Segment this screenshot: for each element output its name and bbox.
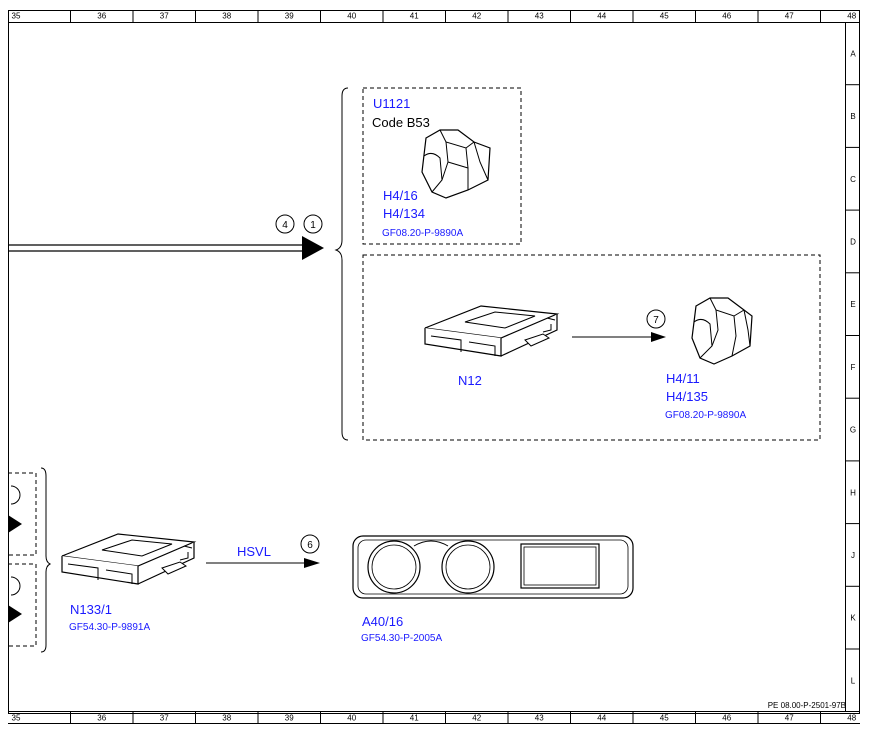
callout-circle-7 [646, 309, 666, 329]
mid-part-a: H4/11 [666, 371, 700, 386]
column-label: 37 [160, 714, 169, 723]
instrument-cluster-icon [352, 535, 634, 599]
callout-circle-1 [303, 214, 323, 234]
callout-1-text: 1 [310, 220, 316, 231]
mid-module-label: N12 [458, 373, 482, 388]
row-label: K [850, 614, 856, 623]
document-id: PE 08.00-P-2501-97B [768, 701, 846, 710]
frame-border [8, 10, 860, 714]
brace-group-left [40, 467, 52, 653]
left-partial-callout-1 [10, 485, 21, 505]
column-label: 37 [160, 12, 169, 21]
bottom-module-label: N133/1 [70, 602, 112, 617]
bottom-signal-arrow [304, 558, 320, 568]
row-label: L [851, 676, 856, 685]
row-label: C [850, 175, 856, 184]
mid-signal-arrow [651, 332, 666, 342]
left-arrow-1 [8, 515, 22, 533]
column-label: 38 [222, 714, 231, 723]
column-label: 47 [785, 12, 794, 21]
bus-arrow-head [302, 236, 324, 260]
column-label: 38 [222, 12, 231, 21]
top-part-b: H4/134 [383, 206, 425, 221]
speaker-icon-mid [691, 297, 753, 365]
column-label: 48 [847, 12, 856, 21]
top-dashed-box [362, 87, 522, 245]
column-label: 39 [285, 12, 294, 21]
control-module-n12-icon [424, 305, 560, 357]
row-label: D [850, 237, 856, 246]
column-label: 42 [472, 12, 481, 21]
callout-7-text: 7 [653, 315, 659, 326]
callout-6-text: 6 [307, 540, 313, 551]
column-label: 39 [285, 714, 294, 723]
row-label: J [851, 551, 855, 560]
top-ref: GF08.20-P-9890A [382, 228, 463, 239]
column-label: 44 [597, 714, 606, 723]
row-label: G [850, 426, 856, 435]
middle-dashed-box [362, 254, 821, 441]
brace-group-right [334, 87, 349, 441]
column-label: 40 [347, 12, 356, 21]
control-module-n133-icon [61, 533, 197, 585]
row-label: A [850, 49, 856, 58]
column-label: 46 [722, 12, 731, 21]
column-label: 41 [410, 714, 419, 723]
row-ticks: A B C D E F G H J K L [845, 49, 860, 685]
top-code-id: U1121 [373, 96, 410, 111]
cluster-ref: GF54.30-P-2005A [361, 633, 442, 644]
left-arrow-2 [8, 605, 22, 623]
mid-ref: GF08.20-P-9890A [665, 410, 746, 421]
column-label: 35 [12, 714, 21, 723]
column-label: 35 [12, 12, 21, 21]
row-label: F [851, 363, 856, 372]
left-partial-callout-2 [10, 576, 21, 596]
left-partial-box-1 [8, 472, 37, 556]
mid-part-b: H4/135 [666, 389, 708, 404]
column-label: 45 [660, 12, 669, 21]
row-label: E [850, 300, 855, 309]
cluster-label: A40/16 [362, 614, 403, 629]
column-label: 42 [472, 714, 481, 723]
column-label: 36 [97, 12, 106, 21]
column-label: 41 [410, 12, 419, 21]
callout-circle-6 [300, 534, 320, 554]
column-label: 43 [535, 12, 544, 21]
column-label: 36 [97, 714, 106, 723]
column-label: 48 [847, 714, 856, 723]
column-label: 44 [597, 12, 606, 21]
speaker-icon-top [421, 129, 491, 199]
callout-4-text: 4 [282, 220, 288, 231]
column-ticks: 3535363637373838393940404141424243434444… [12, 10, 857, 724]
row-label: H [850, 488, 856, 497]
bottom-signal-label: HSVL [237, 544, 271, 559]
top-part-a: H4/16 [383, 188, 418, 203]
column-label: 43 [535, 714, 544, 723]
column-label: 45 [660, 714, 669, 723]
column-label: 46 [722, 714, 731, 723]
callout-circle-4 [275, 214, 295, 234]
left-partial-box-2 [8, 563, 37, 647]
bottom-module-ref: GF54.30-P-9891A [69, 622, 150, 633]
column-label: 47 [785, 714, 794, 723]
row-label: B [850, 112, 855, 121]
column-label: 40 [347, 714, 356, 723]
top-code-text: Code B53 [372, 115, 430, 130]
